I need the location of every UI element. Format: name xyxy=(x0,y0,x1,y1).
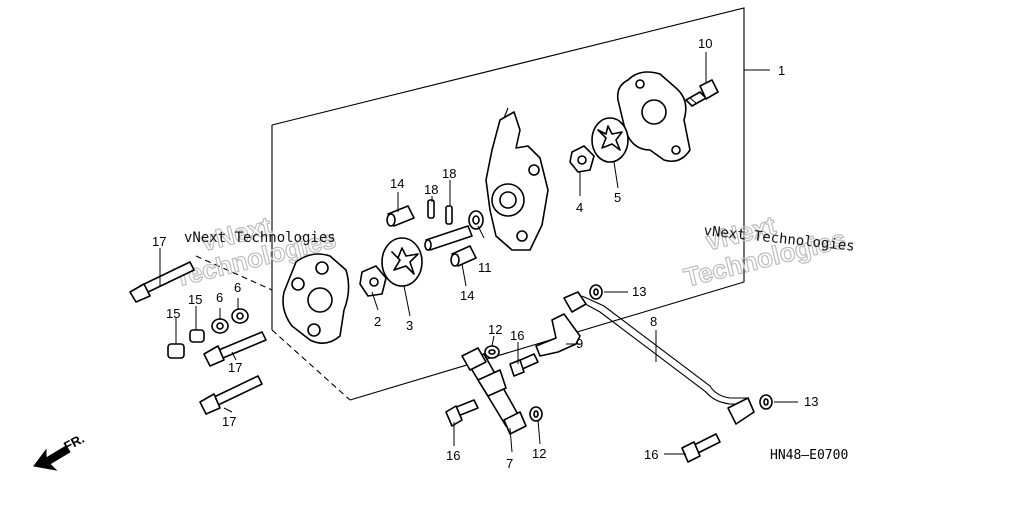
callout-17a: 17 xyxy=(152,234,166,249)
washer-13a xyxy=(589,284,603,300)
callout-11: 11 xyxy=(478,260,492,275)
washer-6b xyxy=(231,308,249,324)
bolt-16c xyxy=(681,433,721,463)
outer-rotor-5 xyxy=(591,117,629,163)
callout-8: 8 xyxy=(650,314,657,329)
bolt-16a xyxy=(509,353,539,377)
callout-15b: 15 xyxy=(188,292,202,307)
callout-12b: 12 xyxy=(532,446,546,461)
washer-11 xyxy=(468,210,484,230)
pump-body-center xyxy=(485,107,549,251)
pump-cover-left xyxy=(282,253,350,344)
callout-10: 10 xyxy=(698,36,712,51)
bolt-17b xyxy=(203,331,267,367)
callout-6a: 6 xyxy=(216,290,223,305)
callout-4: 4 xyxy=(576,200,583,215)
collar-15a xyxy=(167,343,185,359)
bolt-17c xyxy=(199,375,263,415)
callout-2: 2 xyxy=(374,314,381,329)
callout-6b: 6 xyxy=(234,280,241,295)
inner-rotor-2 xyxy=(359,265,387,297)
washer-12b xyxy=(529,406,543,422)
leader-lines xyxy=(159,52,798,455)
dowel-pin-18a xyxy=(427,199,435,219)
oil-pipe-8 xyxy=(563,291,755,425)
callout-16b: 16 xyxy=(446,448,460,463)
washer-13b xyxy=(759,394,773,410)
bolt-16b xyxy=(445,399,479,427)
washer-12a xyxy=(484,345,500,359)
callout-14a: 14 xyxy=(390,176,404,191)
callout-14b: 14 xyxy=(460,288,474,303)
callout-15a: 15 xyxy=(166,306,180,321)
bolt-10 xyxy=(685,79,719,107)
boundary-dash-17 xyxy=(195,255,273,291)
front-arrow-icon xyxy=(33,445,71,471)
callout-13b: 13 xyxy=(804,394,818,409)
collar-15b xyxy=(189,329,205,343)
diagram-code: HN48—E0700 xyxy=(770,448,848,463)
collar-14a xyxy=(386,205,415,227)
washer-6a xyxy=(211,318,229,334)
callout-1: 1 xyxy=(778,63,785,78)
callout-12a: 12 xyxy=(488,322,502,337)
callout-3: 3 xyxy=(406,318,413,333)
callout-17b: 17 xyxy=(228,360,242,375)
boundary-connector xyxy=(271,329,351,401)
pump-cover-1 xyxy=(616,71,691,163)
callout-16a: 16 xyxy=(510,328,524,343)
callout-18a: 18 xyxy=(424,182,438,197)
collar-14b xyxy=(450,245,477,267)
dowel-pin-18b xyxy=(445,205,453,225)
shaft xyxy=(424,225,473,251)
callout-16c: 16 xyxy=(644,447,658,462)
callout-13a: 13 xyxy=(632,284,646,299)
callout-18b: 18 xyxy=(442,166,456,181)
clamp-9 xyxy=(535,313,581,357)
callout-5: 5 xyxy=(614,190,621,205)
outer-rotor-3 xyxy=(381,237,423,287)
inner-rotor-4 xyxy=(569,145,595,173)
watermark-text-left: vNext Technologies xyxy=(184,230,336,246)
elbow-pipe-7 xyxy=(461,347,527,435)
callout-9: 9 xyxy=(576,336,583,351)
callout-17c: 17 xyxy=(222,414,236,429)
bolt-17a xyxy=(129,261,195,303)
callout-7: 7 xyxy=(506,456,513,471)
